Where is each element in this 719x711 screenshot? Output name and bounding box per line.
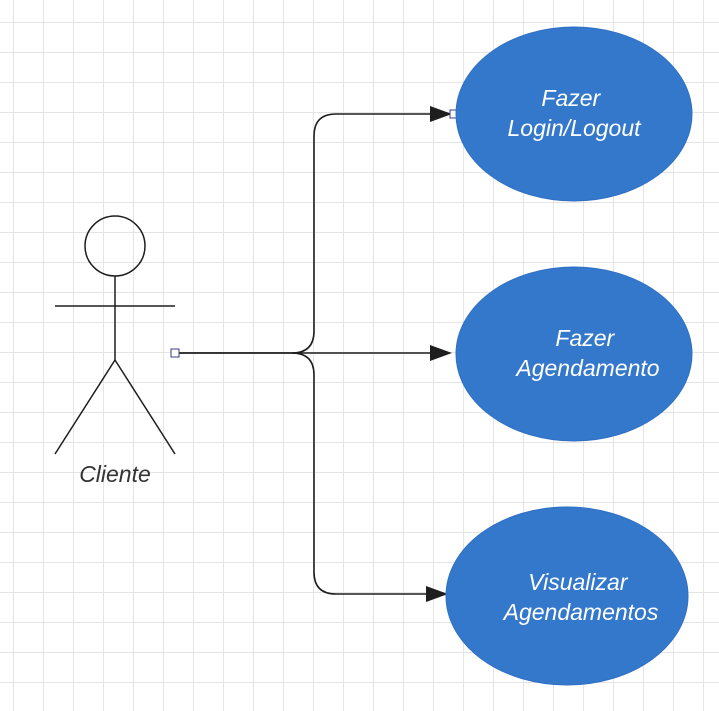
connectors bbox=[170, 106, 459, 602]
use-case-visualizar-ellipse bbox=[445, 506, 689, 686]
use-case-agendamento-ellipse bbox=[455, 266, 693, 442]
connector-login[interactable] bbox=[176, 113, 432, 354]
use-case-visualizar-label: Visualizar Agendamentos bbox=[502, 569, 659, 625]
actor-cliente[interactable]: Cliente bbox=[54, 215, 176, 487]
use-case-agendamento-label: Fazer Agendamento bbox=[514, 325, 659, 381]
use-case-login-label: Fazer Login/Logout bbox=[507, 85, 642, 141]
arrowhead-visualizar bbox=[426, 586, 448, 602]
actor-label: Cliente bbox=[79, 461, 151, 487]
actor-left-leg bbox=[54, 359, 116, 455]
use-case-agendamento[interactable]: Fazer Agendamento bbox=[455, 266, 693, 442]
arrowhead-agendamento bbox=[430, 345, 452, 361]
use-case-login-ellipse bbox=[455, 26, 693, 202]
use-case-visualizar[interactable]: Visualizar Agendamentos bbox=[445, 506, 689, 686]
actor-head bbox=[84, 215, 146, 277]
arrowhead-login bbox=[430, 106, 452, 122]
actor-right-leg bbox=[114, 359, 176, 455]
connector-visualizar[interactable] bbox=[291, 352, 428, 595]
connector-source-handle[interactable] bbox=[170, 348, 180, 358]
use-case-login[interactable]: Fazer Login/Logout bbox=[455, 26, 693, 202]
